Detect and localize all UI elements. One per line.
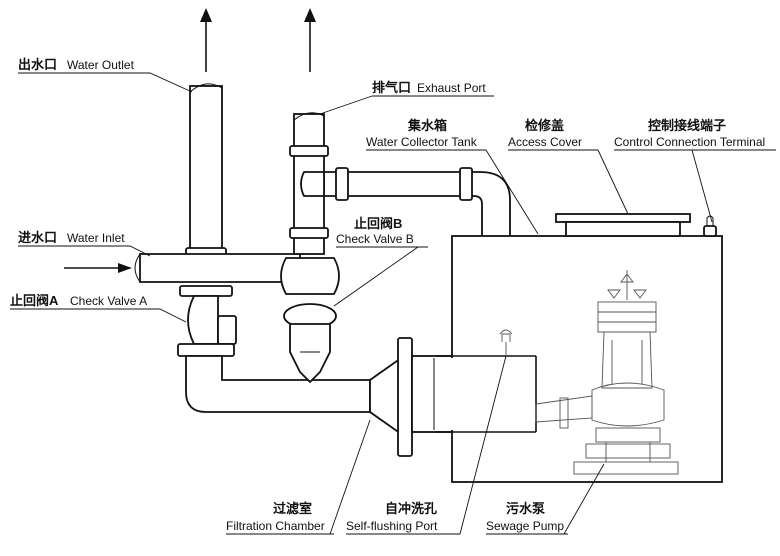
label-self-flushing-port-en: Self-flushing Port: [346, 519, 438, 533]
label-exhaust-port: 排气口 Exhaust Port: [372, 80, 486, 95]
label-check-valve-b: 止回阀B Check Valve B: [336, 216, 414, 246]
label-filtration-chamber: 过滤室 Filtration Chamber: [226, 501, 325, 533]
inlet-arrow: [64, 263, 132, 273]
exhaust-horizontal-pipe: [300, 167, 511, 239]
sewage-pump: [535, 270, 679, 475]
label-water-inlet: 进水口 Water Inlet: [18, 230, 125, 245]
control-terminal: [703, 215, 717, 237]
self-flushing-port: [499, 329, 513, 356]
label-check-valve-b-en: Check Valve B: [336, 232, 414, 246]
leader-lines: [10, 72, 776, 535]
lower-connecting-pipe: [185, 355, 371, 413]
label-filtration-chamber-en: Filtration Chamber: [226, 519, 325, 533]
label-check-valve-a: 止回阀A Check Valve A: [10, 293, 147, 308]
label-control-terminal-en: Control Connection Terminal: [614, 135, 765, 149]
label-water-tank-en: Water Collector Tank: [366, 135, 478, 149]
label-exhaust-port-zh: 排气口: [372, 80, 411, 95]
water-inlet-pipe: [134, 253, 301, 283]
outlet-arrow-right: [304, 8, 316, 72]
label-check-valve-a-zh: 止回阀A: [10, 293, 59, 308]
label-access-cover: 检修盖 Access Cover: [508, 118, 582, 149]
label-exhaust-port-en: Exhaust Port: [417, 81, 486, 95]
label-sewage-pump-zh: 污水泵: [506, 501, 545, 516]
label-sewage-pump: 污水泵 Sewage Pump: [486, 501, 564, 533]
label-control-terminal: 控制接线端子 Control Connection Terminal: [614, 118, 765, 149]
label-sewage-pump-en: Sewage Pump: [486, 519, 564, 533]
label-water-outlet-en: Water Outlet: [67, 58, 135, 72]
check-valve-b: [280, 257, 340, 384]
label-water-tank: 集水箱 Water Collector Tank: [366, 118, 478, 149]
label-water-inlet-zh: 进水口: [18, 230, 57, 245]
label-access-cover-en: Access Cover: [508, 135, 582, 149]
outlet-arrow-left: [200, 8, 212, 72]
label-self-flushing-port: 自冲洗孔 Self-flushing Port: [346, 501, 438, 533]
label-water-tank-zh: 集水箱: [407, 118, 447, 133]
check-valve-a: [177, 295, 237, 357]
label-water-outlet: 出水口 Water Outlet: [18, 57, 135, 72]
label-water-inlet-en: Water Inlet: [67, 231, 125, 245]
label-check-valve-a-en: Check Valve A: [70, 294, 147, 308]
label-access-cover-zh: 检修盖: [525, 118, 564, 133]
access-cover: [555, 213, 691, 237]
label-control-terminal-zh: 控制接线端子: [648, 118, 726, 133]
label-filtration-chamber-zh: 过滤室: [273, 501, 312, 516]
water-collector-tank: [451, 235, 723, 483]
label-check-valve-b-zh: 止回阀B: [354, 216, 402, 231]
label-self-flushing-port-zh: 自冲洗孔: [385, 501, 437, 516]
label-water-outlet-zh: 出水口: [18, 57, 57, 72]
